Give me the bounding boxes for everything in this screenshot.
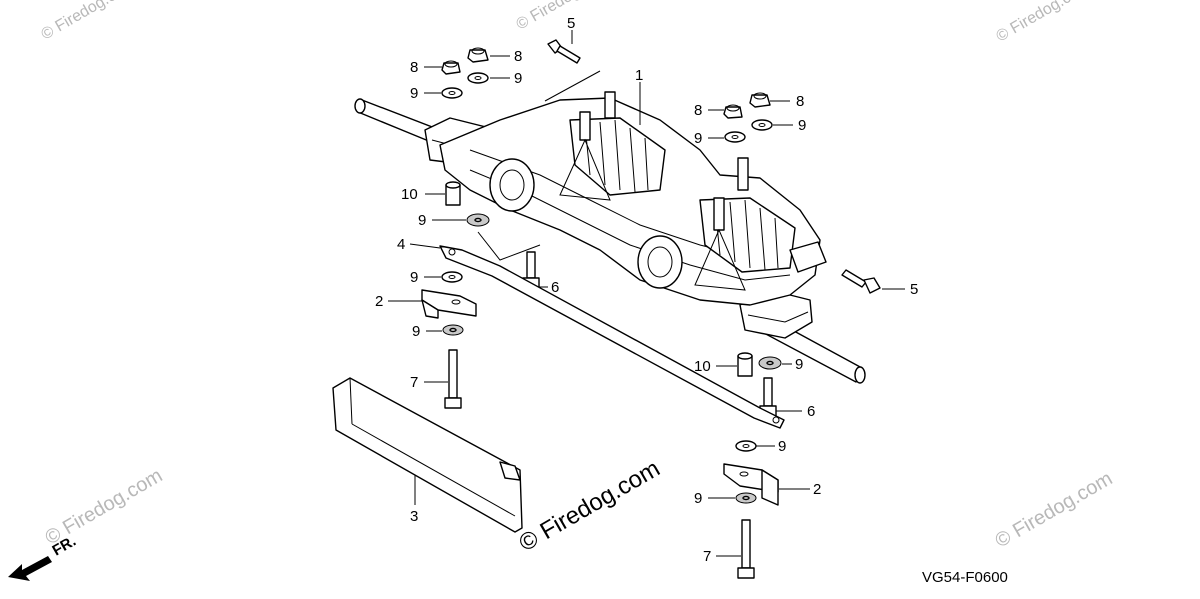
washer-9-a xyxy=(441,87,463,99)
watermark-center: © Firedog.com xyxy=(515,455,665,557)
callout-label: 5 xyxy=(567,15,575,32)
spacer-10-right xyxy=(737,352,753,377)
svg-text:© Firedog.com: © Firedog.com xyxy=(515,455,665,557)
nut-8-b xyxy=(467,47,489,63)
callout-label: 9 xyxy=(795,356,803,373)
callout-label: 9 xyxy=(694,130,702,147)
callout-label: 9 xyxy=(410,269,418,286)
washer-9-c xyxy=(724,131,746,143)
callout-label: 10 xyxy=(694,358,711,375)
cover-plate-3 xyxy=(332,377,523,533)
bolt-5-top xyxy=(547,39,581,64)
bracket-2-right xyxy=(723,463,779,506)
front-direction-arrow xyxy=(8,556,52,581)
callout-label: 2 xyxy=(813,481,821,498)
callout-label: 9 xyxy=(418,212,426,229)
svg-text:© Firedog.com: © Firedog.com xyxy=(994,0,1094,45)
bolt-7-left xyxy=(444,349,462,409)
washer-9-e xyxy=(466,213,490,227)
svg-text:© Firedog.com: © Firedog.com xyxy=(992,468,1117,553)
watermark-top-right: © Firedog.com xyxy=(994,0,1094,45)
washer-9-b xyxy=(467,72,489,84)
callout-label: 4 xyxy=(397,236,405,253)
callout-leaders xyxy=(388,30,905,557)
callout-label: 1 xyxy=(635,67,643,84)
spacer-10-left xyxy=(445,181,461,206)
callout-labels: 5 8 8 9 9 1 8 8 9 9 10 9 4 6 9 2 9 5 10 … xyxy=(375,15,918,565)
nut-8-a xyxy=(441,60,461,75)
callout-label: 6 xyxy=(551,279,559,296)
callout-label: 7 xyxy=(410,374,418,391)
washer-9-g xyxy=(442,324,464,336)
washer-9-i xyxy=(735,440,757,452)
svg-text:© Firedog.com: © Firedog.com xyxy=(514,0,614,33)
bracket-2-left xyxy=(421,289,477,319)
callout-label: 6 xyxy=(807,403,815,420)
nut-8-c xyxy=(723,104,743,119)
callout-label: 9 xyxy=(410,85,418,102)
link-rod-4 xyxy=(439,245,785,429)
callout-label: 8 xyxy=(410,59,418,76)
callout-label: 9 xyxy=(412,323,420,340)
watermark-bottom-right: © Firedog.com xyxy=(992,468,1117,553)
watermark-top-middle: © Firedog.com xyxy=(514,0,614,33)
diagram-code: VG54-F0600 xyxy=(922,569,1008,586)
watermark-top-left: © Firedog.com xyxy=(39,0,139,43)
svg-text:© Firedog.com: © Firedog.com xyxy=(42,465,167,550)
transmission-assembly xyxy=(354,91,866,384)
bolt-5-right xyxy=(841,269,881,294)
callout-label: 9 xyxy=(798,117,806,134)
callout-label: 8 xyxy=(514,48,522,65)
callout-label: 3 xyxy=(410,508,418,525)
washer-9-f xyxy=(441,271,463,283)
bolt-7-right xyxy=(737,519,755,579)
callout-label: 9 xyxy=(694,490,702,507)
callout-label: 5 xyxy=(910,281,918,298)
callout-label: 9 xyxy=(778,438,786,455)
watermark-bottom-left: © Firedog.com xyxy=(42,465,167,550)
callout-label: 8 xyxy=(694,102,702,119)
callout-label: 9 xyxy=(514,70,522,87)
callout-label: 2 xyxy=(375,293,383,310)
nut-8-d xyxy=(749,92,771,108)
callout-label: 8 xyxy=(796,93,804,110)
washer-9-j xyxy=(735,492,757,504)
svg-text:© Firedog.com: © Firedog.com xyxy=(39,0,139,43)
callout-label: 10 xyxy=(401,186,418,203)
callout-label: 7 xyxy=(703,548,711,565)
washer-9-d xyxy=(751,119,773,131)
washer-9-h xyxy=(758,356,782,370)
